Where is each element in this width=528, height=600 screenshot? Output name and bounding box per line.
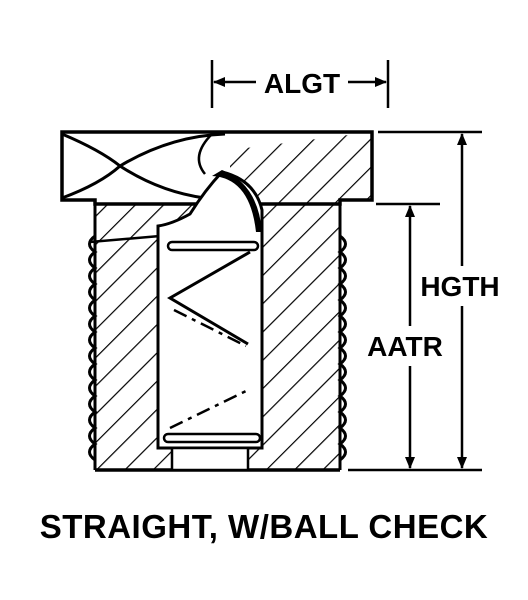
figure-caption: STRAIGHT, W/BALL CHECK — [39, 508, 489, 545]
check-ball — [212, 170, 262, 232]
dimension-algt: ALGT — [210, 60, 390, 108]
dimension-hgth: HGTH — [348, 130, 500, 472]
label-algt: ALGT — [264, 68, 340, 99]
dimension-aatr: AATR — [367, 202, 443, 469]
label-hgth: HGTH — [420, 271, 499, 302]
spring — [162, 240, 262, 444]
label-aatr: AATR — [367, 331, 443, 362]
